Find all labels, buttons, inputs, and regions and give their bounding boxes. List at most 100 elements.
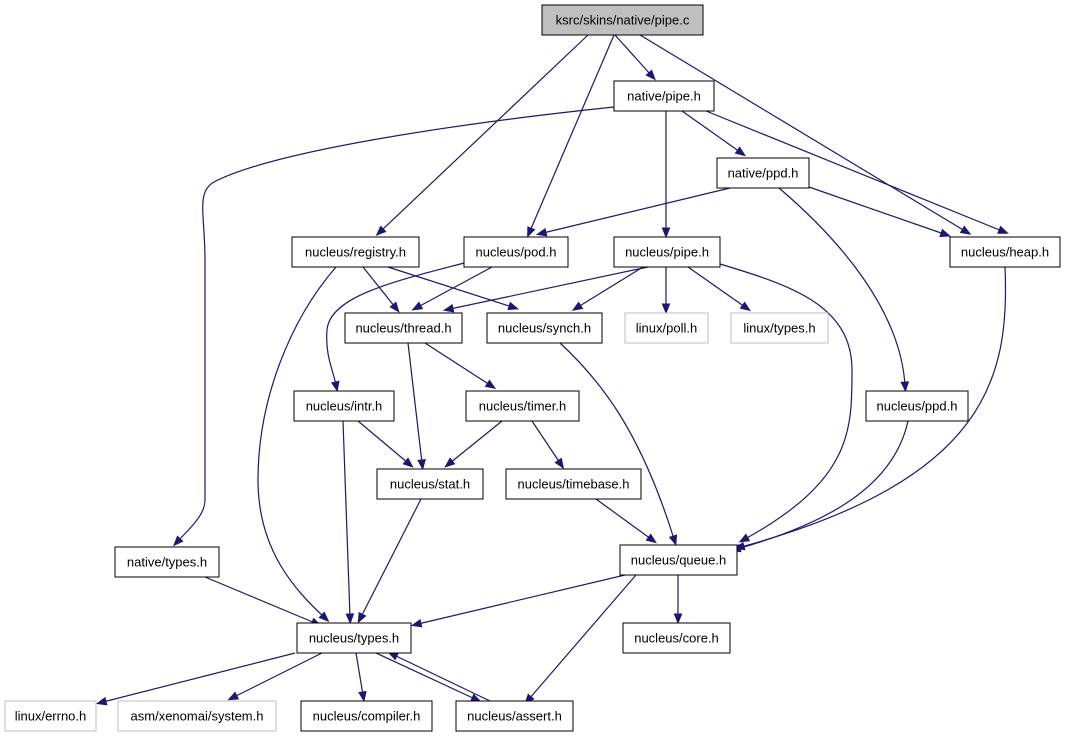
- node-nucleus_timebase_h[interactable]: nucleus/timebase.h: [505, 468, 642, 500]
- edge-arrowhead: [939, 228, 951, 237]
- edge-line: [559, 342, 675, 540]
- node-label: nucleus/timebase.h: [517, 477, 629, 492]
- edges-layer: [95, 34, 1009, 706]
- edge-arrowhead: [318, 611, 330, 623]
- edge-arrowhead: [668, 534, 678, 547]
- edge-native_ppd_h-to-nucleus_heap_h: [808, 186, 951, 237]
- node-label: asm/xenomai/system.h: [131, 709, 264, 724]
- node-nucleus_thread_h[interactable]: nucleus/thread.h: [344, 312, 463, 344]
- node-native_ppd_h[interactable]: native/ppd.h: [716, 157, 810, 189]
- node-label: linux/errno.h: [15, 709, 87, 724]
- edge-pipe_c-to-native_pipe_h: [614, 34, 656, 81]
- node-label: nucleus/stat.h: [390, 477, 470, 492]
- edge-arrowhead: [442, 304, 455, 313]
- node-nucleus_pipe_h[interactable]: nucleus/pipe.h: [613, 236, 721, 268]
- node-pipe_c[interactable]: ksrc/skins/native/pipe.c: [541, 4, 704, 36]
- edge-nucleus_intr_h-to-nucleus_stat_h: [357, 420, 414, 468]
- node-label: native/pipe.h: [627, 89, 701, 104]
- node-label: nucleus/timer.h: [479, 399, 566, 414]
- edge-arrowhead: [739, 301, 752, 312]
- node-label: nucleus/types.h: [309, 631, 399, 646]
- node-box: [624, 312, 709, 344]
- node-nucleus_synch_h[interactable]: nucleus/synch.h: [486, 312, 603, 344]
- edge-line: [204, 576, 316, 624]
- node-label: nucleus/thread.h: [355, 321, 451, 336]
- node-label: nucleus/assert.h: [467, 709, 562, 724]
- node-linux_types_h: linux/types.h: [730, 312, 829, 344]
- edge-nucleus_pod_h-to-nucleus_thread_h: [411, 266, 493, 311]
- edge-arrowhead: [673, 613, 683, 625]
- node-nucleus_stat_h[interactable]: nucleus/stat.h: [376, 468, 484, 500]
- edge-arrowhead: [527, 226, 536, 238]
- edge-nucleus_pipe_h-to-linux_poll_h: [661, 267, 671, 315]
- node-native_types_h[interactable]: native/types.h: [114, 546, 220, 578]
- edge-arrowhead: [645, 533, 657, 544]
- node-label: native/ppd.h: [728, 166, 799, 181]
- node-nucleus_timer_h[interactable]: nucleus/timer.h: [465, 390, 580, 422]
- node-box: [465, 390, 580, 422]
- edge-line: [393, 654, 491, 702]
- node-label: nucleus/registry.h: [305, 245, 406, 260]
- node-box: [291, 236, 420, 268]
- edge-arrowhead: [345, 613, 355, 625]
- node-box: [4, 700, 97, 732]
- edge-line: [177, 106, 615, 542]
- edge-arrowhead: [661, 303, 671, 315]
- edge-line: [355, 652, 364, 696]
- edge-nucleus_registry_h-to-nucleus_thread_h: [362, 266, 400, 313]
- node-nucleus_ppd_h[interactable]: nucleus/ppd.h: [865, 390, 969, 422]
- node-nucleus_registry_h[interactable]: nucleus/registry.h: [291, 236, 420, 268]
- edge-arrowhead: [484, 379, 497, 389]
- edge-line: [417, 266, 493, 308]
- edge-line: [736, 420, 909, 550]
- node-box: [541, 4, 704, 36]
- node-nucleus_queue_h[interactable]: nucleus/queue.h: [619, 544, 738, 576]
- node-box: [613, 236, 721, 268]
- edge-line: [257, 266, 337, 618]
- node-linux_errno_h: linux/errno.h: [4, 700, 97, 732]
- edge-line: [681, 110, 741, 153]
- node-box: [293, 390, 395, 422]
- edge-arrowhead: [507, 301, 519, 311]
- node-nucleus_assert_h[interactable]: nucleus/assert.h: [455, 700, 574, 732]
- edge-nucleus_types_h-to-nucleus_compiler_h: [355, 652, 367, 703]
- edge-line: [778, 187, 906, 386]
- node-nucleus_types_h[interactable]: nucleus/types.h: [296, 622, 412, 654]
- node-label: nucleus/compiler.h: [313, 709, 421, 724]
- node-nucleus_pod_h[interactable]: nucleus/pod.h: [463, 236, 569, 268]
- node-nucleus_heap_h[interactable]: nucleus/heap.h: [949, 236, 1061, 268]
- node-label: nucleus/intr.h: [306, 399, 383, 414]
- node-nucleus_compiler_h[interactable]: nucleus/compiler.h: [300, 700, 433, 732]
- node-nucleus_intr_h[interactable]: nucleus/intr.h: [293, 390, 395, 422]
- edge-nucleus_types_h-to-linux_errno_h: [95, 652, 296, 706]
- node-box: [619, 544, 738, 576]
- edge-nucleus_assert_h-to-nucleus_types_h: [387, 651, 491, 702]
- edge-line: [449, 266, 649, 310]
- node-label: linux/poll.h: [636, 321, 697, 336]
- node-label: linux/types.h: [743, 321, 815, 336]
- edge-nucleus_synch_h-to-nucleus_queue_h: [559, 342, 678, 547]
- node-box: [486, 312, 603, 344]
- edge-nucleus_stat_h-to-nucleus_types_h: [357, 498, 422, 624]
- edge-line: [719, 263, 853, 540]
- edge-arrowhead: [645, 69, 656, 81]
- node-nucleus_core_h[interactable]: nucleus/core.h: [622, 622, 731, 654]
- edge-pipe_c-to-nucleus_registry_h: [375, 34, 589, 237]
- edge-line: [531, 420, 561, 464]
- node-box: [505, 468, 642, 500]
- node-label: nucleus/core.h: [634, 631, 719, 646]
- node-label: nucleus/heap.h: [961, 245, 1049, 260]
- edge-line: [357, 420, 409, 464]
- edge-line: [417, 574, 626, 625]
- node-box: [613, 80, 715, 112]
- edge-pipe_c-to-nucleus_heap_h: [639, 34, 972, 235]
- edge-arrowhead: [535, 227, 548, 237]
- node-box: [114, 546, 220, 578]
- edge-arrowhead: [410, 618, 423, 628]
- edge-line: [326, 261, 469, 386]
- edge-line: [577, 266, 644, 308]
- node-native_pipe_h[interactable]: native/pipe.h: [613, 80, 715, 112]
- node-box: [716, 157, 810, 189]
- node-label: ksrc/skins/native/pipe.c: [556, 13, 690, 28]
